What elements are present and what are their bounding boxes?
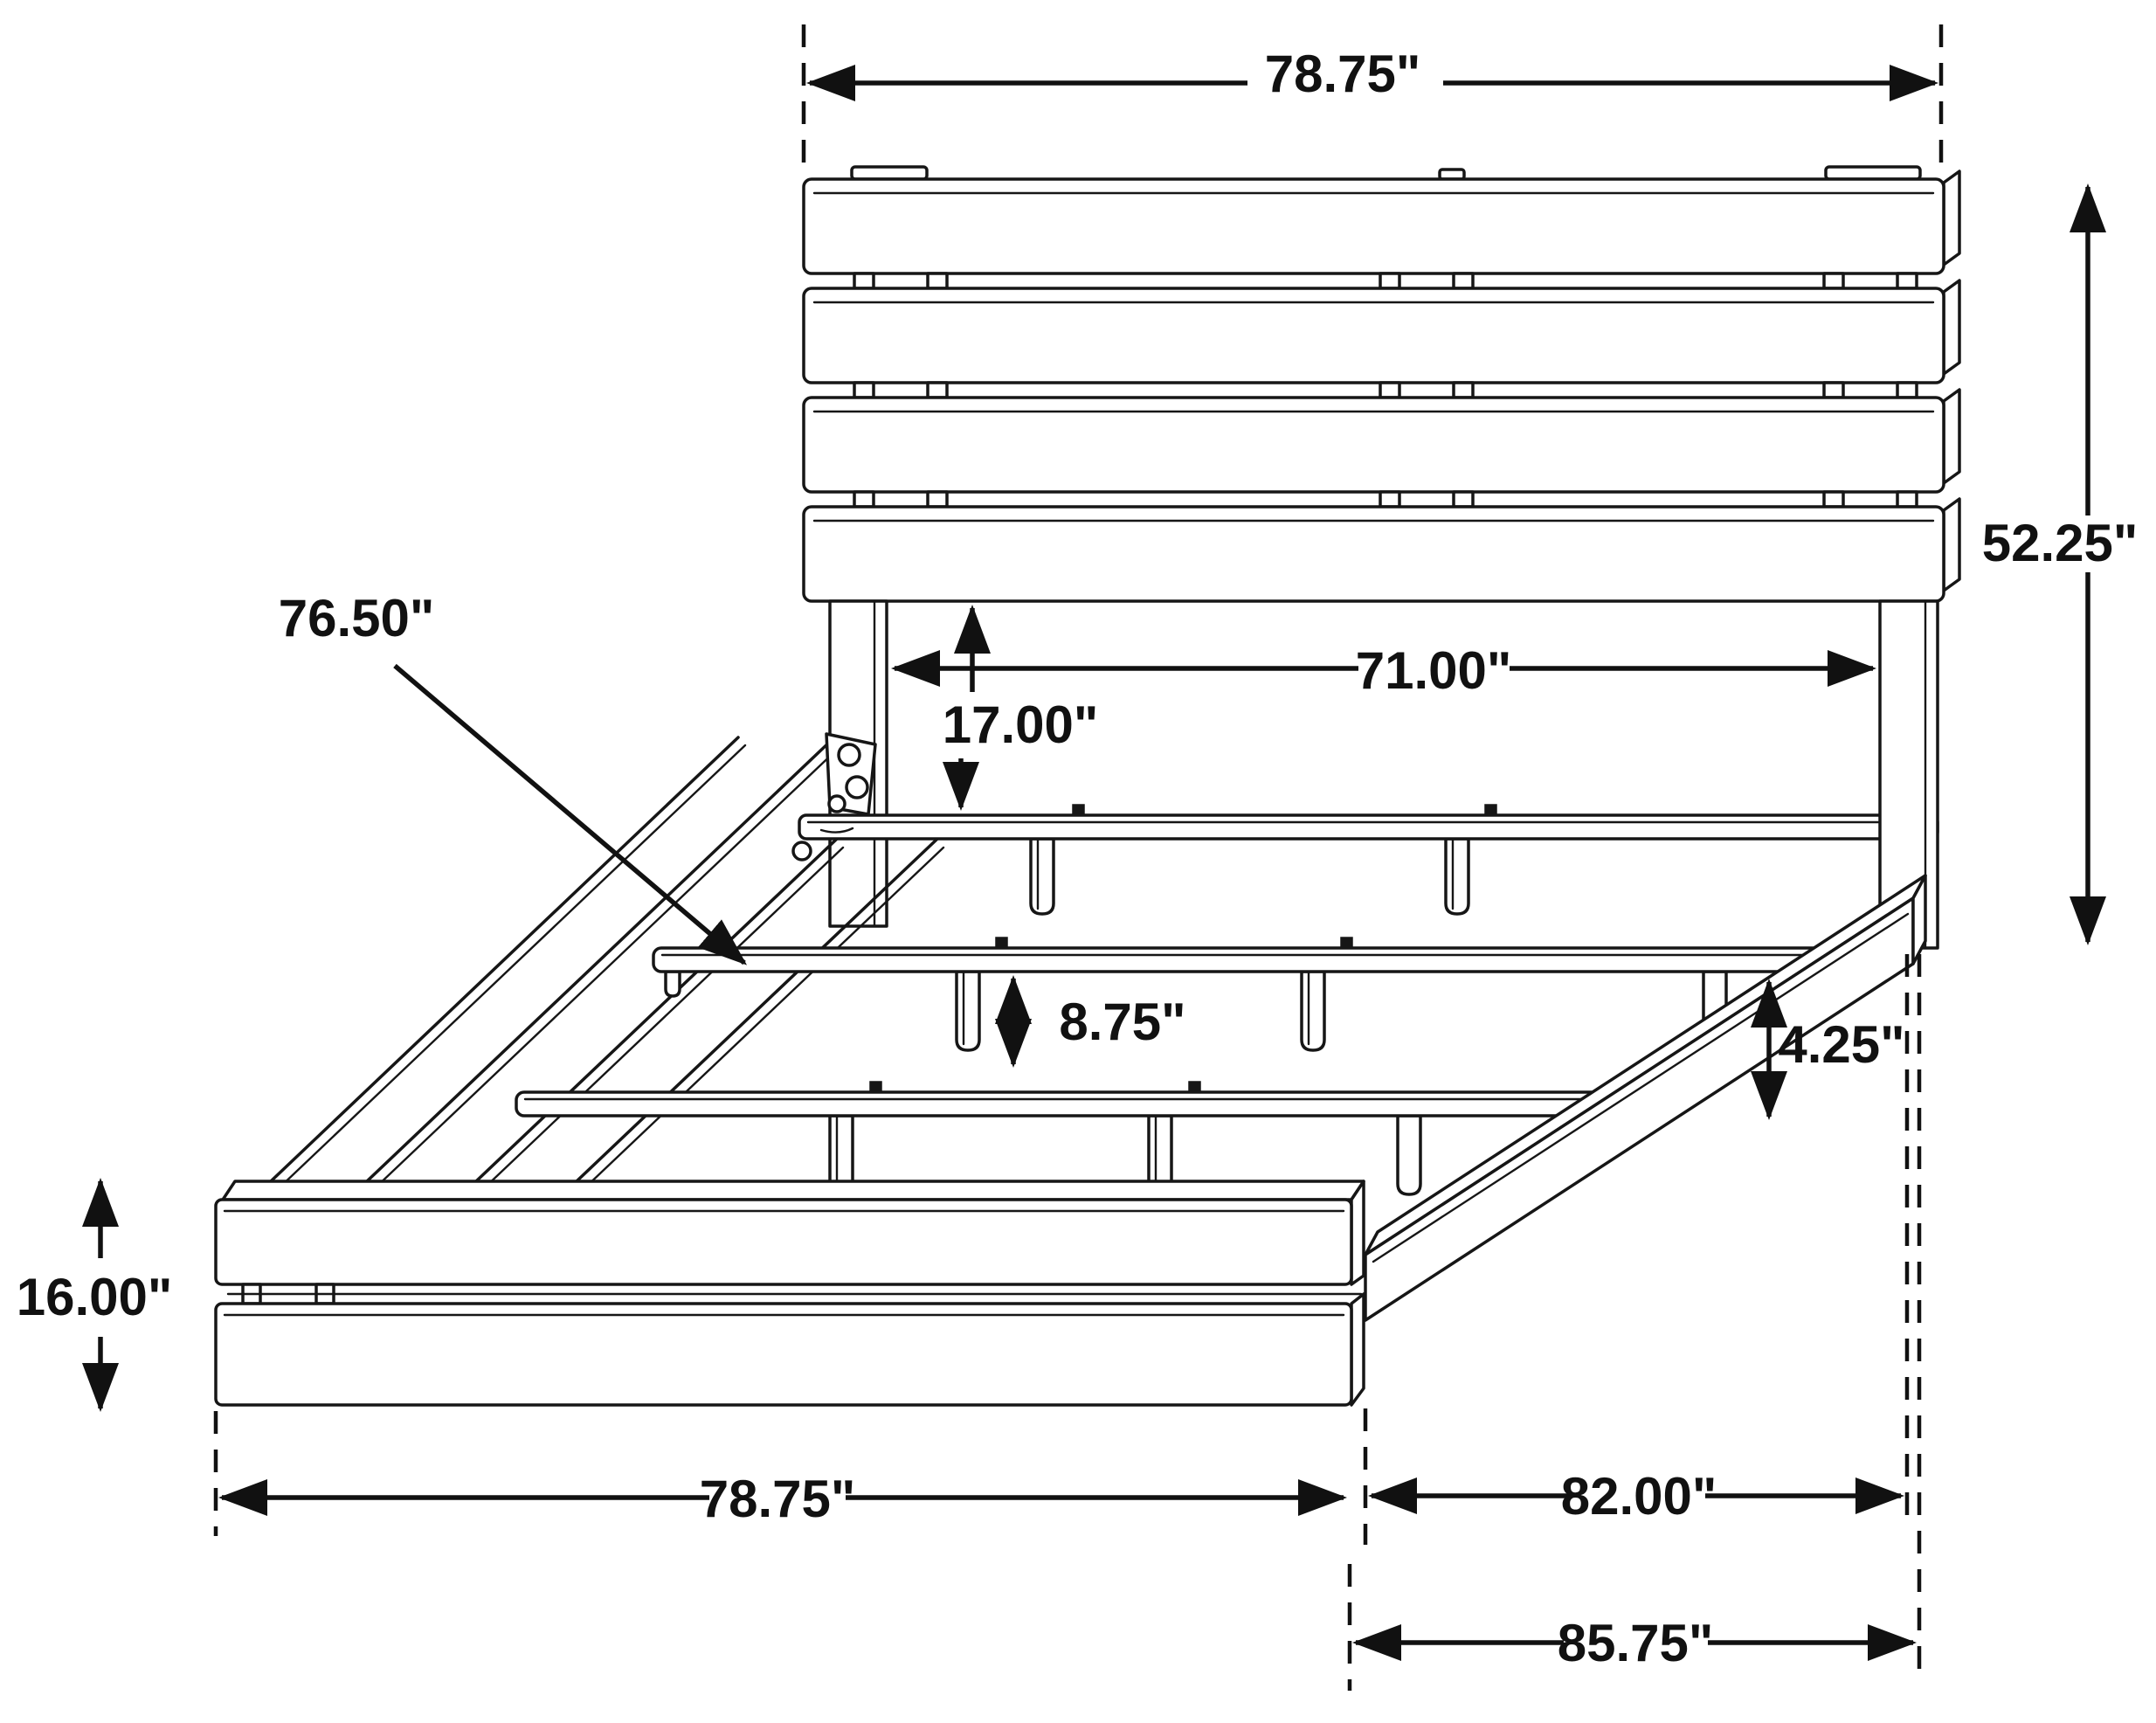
headboard-gap3-tab bbox=[853, 490, 875, 509]
headboard-top-tab-right bbox=[1824, 165, 1922, 181]
rail-screw bbox=[869, 1081, 882, 1092]
center-rail-bottom-edge2 bbox=[582, 846, 945, 1191]
rail-screw bbox=[1484, 804, 1497, 815]
headboard-plank2 bbox=[802, 287, 1945, 384]
footboard-top-face bbox=[221, 1180, 1365, 1201]
headboard-gap3-tab bbox=[1379, 490, 1401, 509]
headboard-gap2-tab bbox=[853, 381, 875, 399]
dim-footboard-height: 16.00" bbox=[17, 1178, 173, 1412]
headboard-gap1-tab bbox=[1379, 272, 1401, 290]
headboard-plank3 bbox=[802, 396, 1945, 494]
slat-leg-stub bbox=[664, 970, 681, 998]
slat-leg bbox=[1300, 970, 1326, 1052]
headboard-top-tab-left bbox=[850, 165, 929, 181]
headboard-plank2-end-bevel bbox=[1942, 279, 1961, 376]
far-rail-top-edge2 bbox=[276, 744, 747, 1191]
center-rail-bottom-edge bbox=[575, 838, 938, 1183]
slat-rail-1 bbox=[798, 804, 1939, 916]
footboard-plank1 bbox=[214, 1198, 1353, 1286]
headboard-gap1-tab bbox=[1452, 272, 1475, 290]
bolt-head bbox=[845, 775, 869, 799]
hardware-bracket bbox=[791, 732, 877, 862]
rail-screw bbox=[1340, 937, 1353, 948]
slat-leg bbox=[1396, 1114, 1422, 1196]
dim-label-inner-width: 71.00" bbox=[1356, 641, 1512, 700]
headboard-gap1-tab bbox=[853, 272, 875, 290]
headboard-gap2-tab bbox=[1452, 381, 1475, 399]
headboard-gap3-tab bbox=[1452, 490, 1475, 509]
rail-screw bbox=[1188, 1081, 1201, 1092]
center-rail bbox=[474, 838, 945, 1191]
near-rail-end-face bbox=[1911, 874, 1927, 965]
dim-side-rail-height: 4.25" bbox=[1751, 979, 1905, 1120]
rail-screw bbox=[1072, 804, 1085, 815]
bolt-head bbox=[837, 743, 861, 767]
dim-label-overall-length: 85.75" bbox=[1558, 1614, 1714, 1672]
headboard-gap2-tab bbox=[1822, 381, 1845, 399]
headboard-gap3-tab bbox=[1822, 490, 1845, 509]
headboard bbox=[802, 165, 1961, 603]
slat-leg bbox=[955, 970, 981, 1052]
dim-inner-width: 71.00" bbox=[891, 641, 1876, 700]
dim-headboard-height: 52.25" bbox=[1982, 183, 2139, 945]
slat-rail-2 bbox=[652, 937, 1832, 1052]
headboard-plank4-end-bevel bbox=[1942, 497, 1961, 592]
footboard-plank2-end bbox=[1350, 1292, 1365, 1407]
slat-leg bbox=[1444, 837, 1470, 916]
footboard-plank1-end bbox=[1350, 1180, 1365, 1286]
headboard-gap1-tab bbox=[1896, 272, 1918, 290]
headboard-plank3-end-bevel bbox=[1942, 388, 1961, 485]
dim-slat-rail-length: 76.50" bbox=[279, 589, 748, 965]
slat-rail-1-bar bbox=[798, 813, 1939, 841]
bolt-head bbox=[791, 841, 812, 862]
center-rail-top-edge bbox=[474, 838, 838, 1183]
dim-label-headboard-height: 52.25" bbox=[1982, 514, 2139, 572]
headboard-plank1 bbox=[802, 177, 1945, 275]
dim-side-rail-length: 82.00" bbox=[1363, 954, 1910, 1545]
headboard-gap2-tab bbox=[926, 381, 949, 399]
near-rail-edge-line bbox=[1372, 912, 1910, 1263]
slat-rail-2-bar bbox=[652, 946, 1832, 973]
side-rail-far bbox=[269, 736, 840, 1191]
dim-label-footboard-width: 78.75" bbox=[700, 1470, 856, 1528]
dim-label-side-rail-height: 4.25" bbox=[1778, 1015, 1904, 1074]
headboard-gap2-tab bbox=[1896, 381, 1918, 399]
dim-label-footboard-height: 16.00" bbox=[17, 1268, 173, 1326]
dim-label-headboard-clearance: 17.00" bbox=[943, 695, 1099, 754]
bolt-head bbox=[827, 794, 847, 813]
far-rail-bottom-edge2 bbox=[372, 746, 840, 1191]
far-rail-top-edge bbox=[269, 736, 740, 1183]
dim-label-slat-leg-height: 8.75" bbox=[1059, 993, 1185, 1051]
headboard-gap1-tab bbox=[926, 272, 949, 290]
leader-arrow bbox=[393, 663, 748, 965]
dim-label-side-rail-length: 82.00" bbox=[1561, 1467, 1717, 1526]
dim-headboard-clearance: 17.00" bbox=[943, 605, 1099, 811]
slat-rail-3 bbox=[515, 1081, 1609, 1196]
headboard-gap3-tab bbox=[1896, 490, 1918, 509]
dim-headboard-width: 78.75" bbox=[801, 24, 1944, 173]
headboard-plank1-end-bevel bbox=[1942, 170, 1961, 266]
headboard-gap3-tab bbox=[926, 490, 949, 509]
dim-slat-leg-height: 8.75" bbox=[995, 975, 1186, 1068]
headboard-gap1-tab bbox=[1822, 272, 1845, 290]
dim-overall-length: 85.75" bbox=[1347, 954, 1922, 1691]
headboard-plank4 bbox=[802, 505, 1945, 603]
dim-label-headboard-width: 78.75" bbox=[1265, 45, 1421, 103]
footboard bbox=[214, 1180, 1365, 1407]
slat-leg bbox=[1029, 837, 1055, 916]
headboard-gap2-tab bbox=[1379, 381, 1401, 399]
dim-label-slat-rail-length: 76.50" bbox=[279, 589, 435, 647]
dim-footboard-width: 78.75" bbox=[213, 1411, 1347, 1536]
center-rail-top-edge2 bbox=[481, 846, 845, 1191]
slat-rail-3-bar bbox=[515, 1090, 1609, 1118]
bracket-hook bbox=[819, 827, 854, 834]
footboard-plank2 bbox=[214, 1302, 1353, 1407]
far-rail-bottom-edge bbox=[365, 738, 833, 1183]
rail-screw bbox=[995, 937, 1008, 948]
